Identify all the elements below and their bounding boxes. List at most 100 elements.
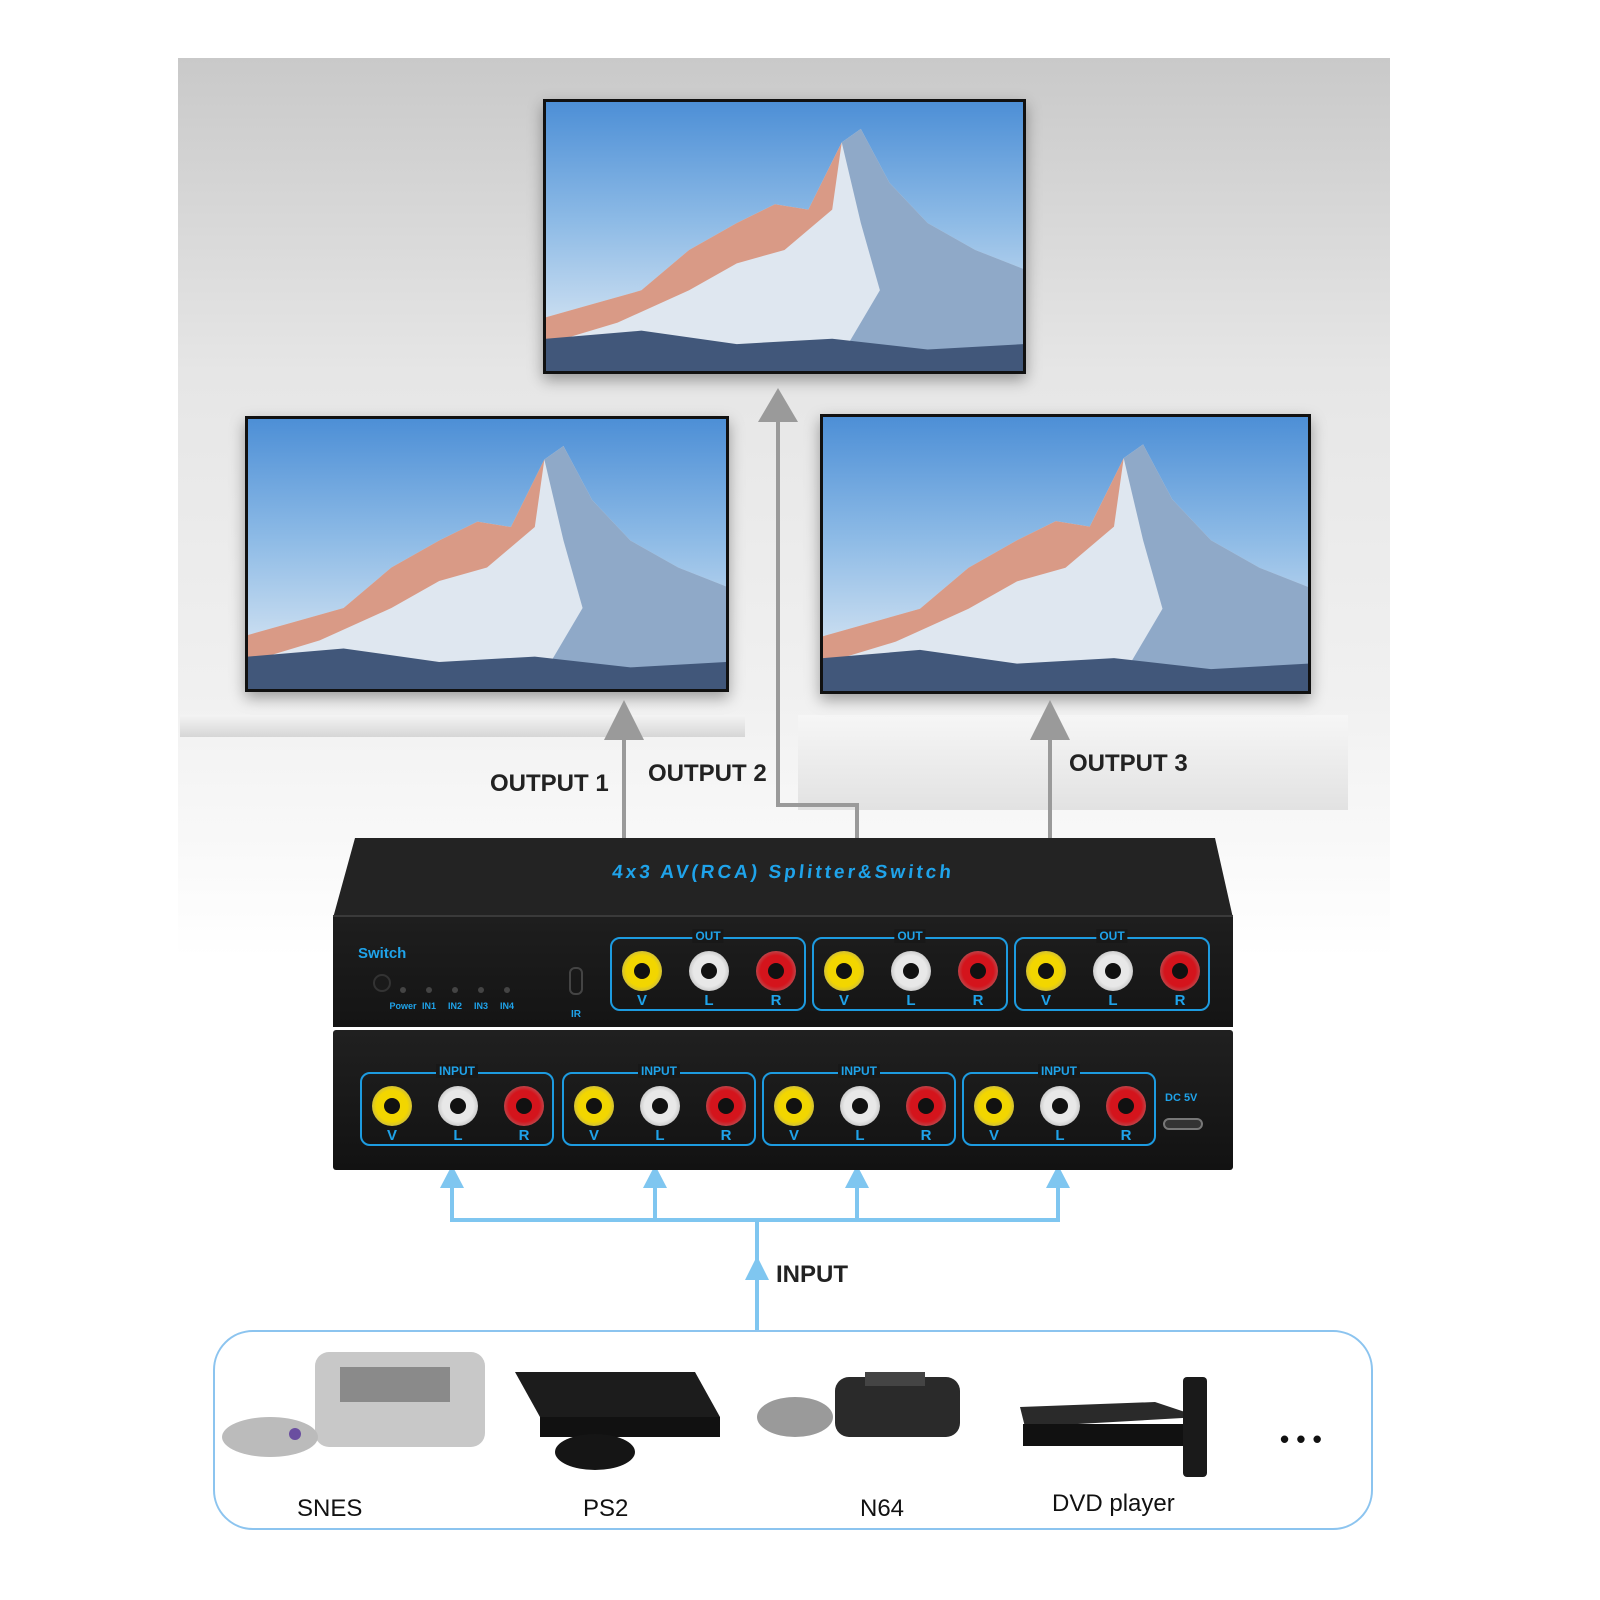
port-label: R [770,992,782,1009]
rca-port-video[interactable] [1026,951,1066,991]
more-sources-ellipsis: • • • [1280,1424,1322,1454]
rca-port-left-audio[interactable] [1093,951,1133,991]
input-group-2: INPUT V L R [562,1064,756,1146]
led-label: IN3 [473,1001,488,1011]
rca-port-right-audio[interactable] [958,951,998,991]
mountain-screen [546,102,1023,371]
output-1-arrowhead [604,700,644,740]
source-label-dvd-player: DVD player [1052,1490,1175,1517]
switch-label: Switch [358,945,407,962]
rca-port-video[interactable] [774,1086,814,1126]
port-label: V [386,1127,397,1144]
led-label: IN2 [447,1001,462,1011]
source-label-ps2: PS2 [583,1495,629,1522]
source-label-n64: N64 [860,1495,905,1522]
tv-top [543,99,1026,374]
input-group-4: INPUT V L R [962,1064,1156,1146]
port-label: L [906,992,916,1009]
source-label-snes: SNES [297,1495,363,1522]
port-label: R [1174,992,1186,1009]
output-group-1: OUT V L R [610,929,806,1011]
rca-port-right-audio[interactable] [1160,951,1200,991]
ps2-console-icon [515,1372,720,1470]
led-label: IN1 [421,1001,436,1011]
switch-button[interactable] [373,974,391,992]
output-2-arrowhead [758,388,798,422]
rca-port-left-audio[interactable] [689,951,729,991]
input-label: INPUT [776,1261,848,1288]
rca-port-left-audio[interactable] [840,1086,880,1126]
device-top-surface [333,838,1233,918]
led-label: IN4 [499,1001,514,1011]
mountain-screen [248,419,726,689]
group-label: INPUT [638,1064,680,1078]
ir-sensor [569,967,583,995]
group-label: INPUT [1038,1064,1080,1078]
rca-port-left-audio[interactable] [640,1086,680,1126]
port-label: R [518,1127,530,1144]
led-power: Power [390,987,417,1011]
rca-port-video[interactable] [824,951,864,991]
port-label: L [704,992,714,1009]
group-label: INPUT [838,1064,880,1078]
input-arrowhead-3 [845,1165,869,1188]
wall-shelf [180,715,745,737]
group-label: OUT [894,929,926,943]
rca-port-right-audio[interactable] [504,1086,544,1126]
port-label: L [1108,992,1118,1009]
ir-label: IR [571,1009,581,1020]
port-label: R [1120,1127,1132,1144]
output-3-arrowhead [1030,700,1070,740]
input-arrowhead-2 [643,1165,667,1188]
input-group-3: INPUT V L R [762,1064,956,1146]
output-2-label: OUTPUT 2 [648,760,767,787]
led-in1: IN1 [419,987,439,1011]
port-label: L [855,1127,865,1144]
usb-c-power-port[interactable] [1163,1118,1203,1130]
mountain-image [248,446,726,689]
port-label: L [1055,1127,1065,1144]
led-in3: IN3 [471,987,491,1011]
rca-port-left-audio[interactable] [1040,1086,1080,1126]
input-arrowhead-4 [1046,1165,1070,1188]
port-label: V [788,1127,799,1144]
output-1-label: OUTPUT 1 [490,770,609,797]
port-label: V [1040,992,1051,1009]
port-label: V [838,992,849,1009]
dc-label: DC 5V [1165,1092,1198,1104]
port-label: V [988,1127,999,1144]
input-arrowhead-main [745,1256,769,1280]
n64-console-icon [757,1372,960,1437]
mountain-image [823,444,1308,691]
rca-port-video[interactable] [974,1086,1014,1126]
port-label: V [636,992,647,1009]
output-group-3: OUT V L R [1014,929,1210,1011]
source-device-illustrations [222,1352,1207,1477]
port-label: V [588,1127,599,1144]
group-label: INPUT [436,1064,478,1078]
dvd-player-icon [1020,1377,1207,1477]
port-label: R [920,1127,932,1144]
group-label: OUT [692,929,724,943]
rca-port-right-audio[interactable] [1106,1086,1146,1126]
device-title: 4x3 AV(RCA) Splitter&Switch [611,862,956,883]
output-3-label: OUTPUT 3 [1069,750,1188,777]
port-label: R [720,1127,732,1144]
mountain-screen [823,417,1308,691]
port-label: L [655,1127,665,1144]
led-in4: IN4 [497,987,517,1011]
group-label: OUT [1096,929,1128,943]
snes-console-icon [222,1352,485,1457]
rca-port-left-audio[interactable] [438,1086,478,1126]
rca-port-left-audio[interactable] [891,951,931,991]
rca-port-right-audio[interactable] [706,1086,746,1126]
rca-port-video[interactable] [622,951,662,991]
rca-port-right-audio[interactable] [756,951,796,991]
input-lines [450,1185,1060,1330]
rca-port-video[interactable] [574,1086,614,1126]
rca-port-right-audio[interactable] [906,1086,946,1126]
rca-port-video[interactable] [372,1086,412,1126]
